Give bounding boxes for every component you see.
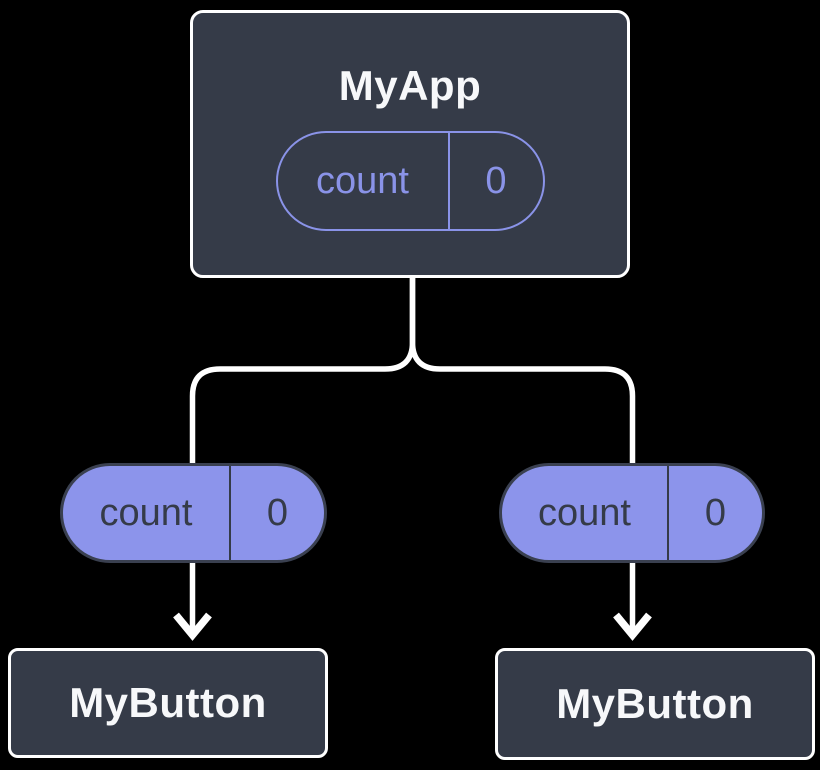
prop-name: count [538,491,631,534]
node-mybutton-left: MyButton [8,648,328,758]
component-name-mybutton-right: MyButton [556,680,754,727]
prop-name: count [99,491,193,534]
node-mybutton-right: MyButton [495,648,815,760]
node-myapp: MyApp count 0 [190,10,630,278]
state-value: 0 [447,133,543,229]
component-name-myapp: MyApp [338,62,482,109]
state-pill-root: count 0 [275,131,545,231]
prop-value: 0 [667,466,762,560]
branch-line-left [189,272,416,466]
state-name: count [316,159,409,202]
branch-line-right [409,272,636,466]
prop-pill-right: count 0 [499,463,765,563]
prop-pill-left: count 0 [60,463,327,563]
arrow-head-left [173,612,212,641]
arrow-head-right [613,612,652,641]
component-name-mybutton-left: MyButton [69,679,267,726]
prop-value: 0 [229,466,324,560]
